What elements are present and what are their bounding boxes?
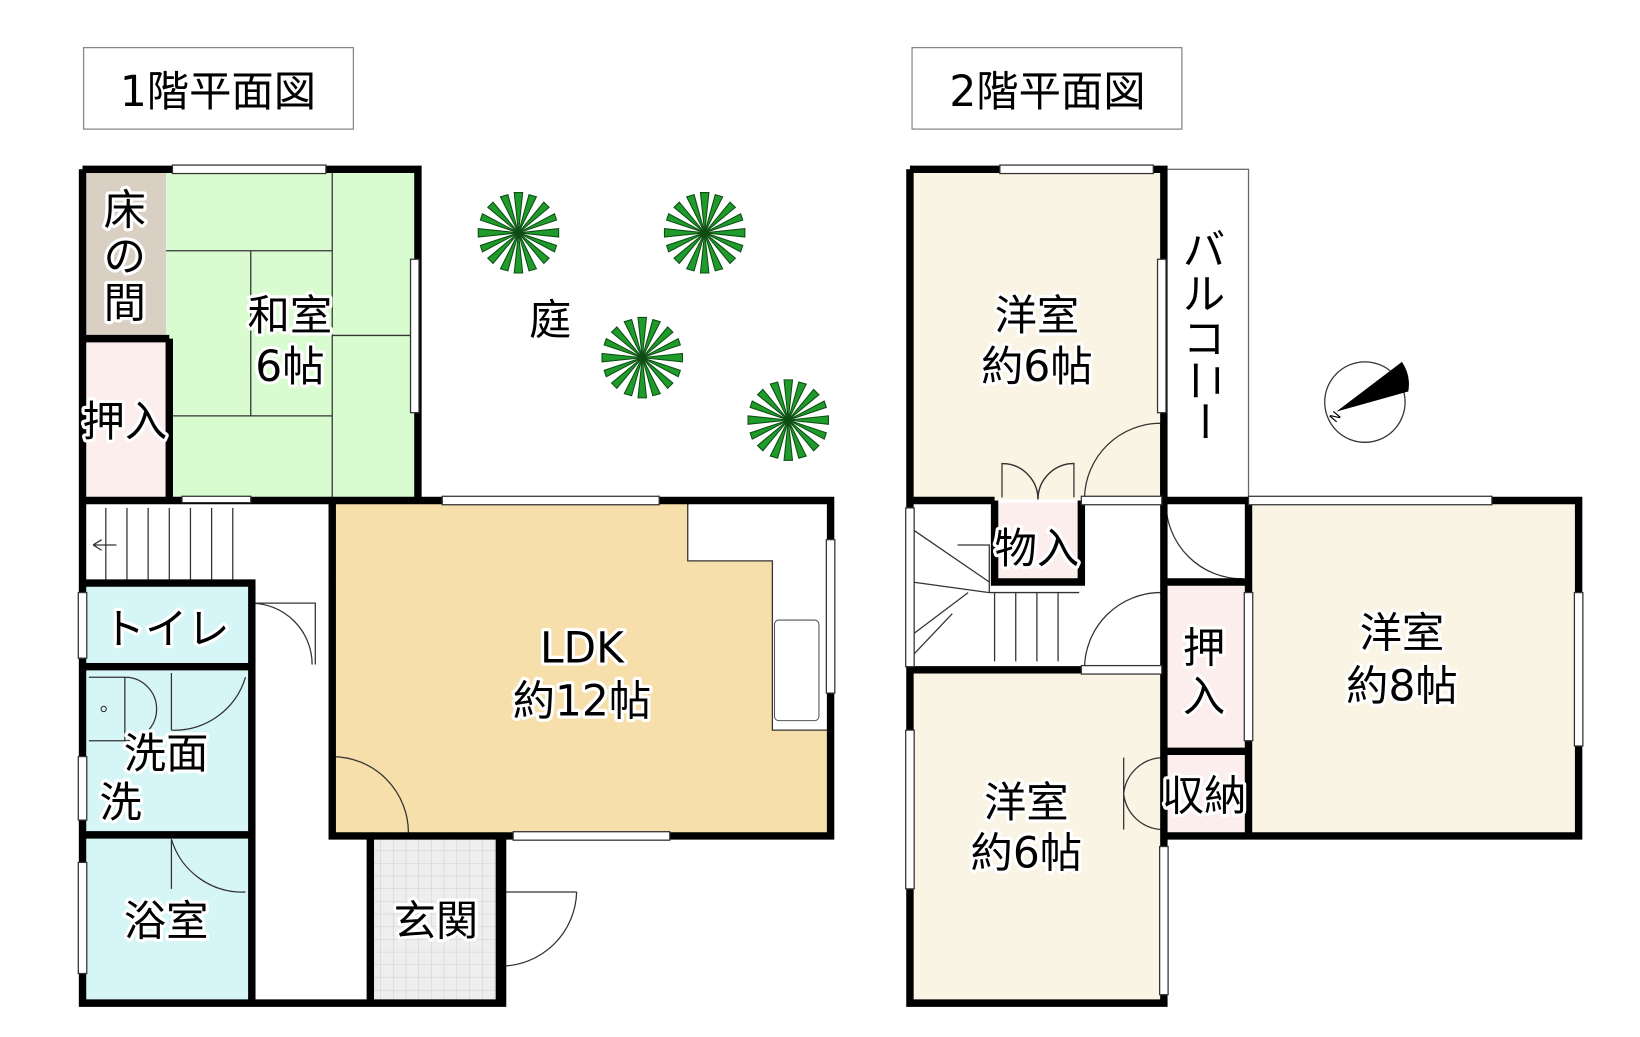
yokushitsu-label: 浴室 <box>124 896 209 945</box>
yokushitsu-room <box>84 835 251 1000</box>
oshiire-2f-label-1: 押 <box>1183 623 1225 672</box>
floor2-title-box: 2階平面図 <box>911 46 1183 130</box>
genkan-label: 玄関 <box>394 896 479 945</box>
senmen-label: 洗面 <box>124 729 209 778</box>
youshitsu-nw-room <box>912 172 1162 500</box>
youshitsu-e-size: 約8帖 <box>1346 662 1458 711</box>
youshitsu-nw-label: 洋室 <box>995 291 1080 340</box>
sink-drain-icon <box>100 705 107 713</box>
washitsu-size: 6帖 <box>255 342 324 391</box>
oshiire-2f-room <box>1163 585 1247 750</box>
youshitsu-sw-label: 洋室 <box>984 778 1069 827</box>
balcony-label-4: ニ <box>1181 360 1230 402</box>
balcony-label-1: バ <box>1183 226 1225 275</box>
niwa-label: 庭 <box>529 295 571 344</box>
tree-icon <box>663 192 746 274</box>
youshitsu-e-room <box>1248 502 1579 834</box>
ldk-label: LDK <box>540 623 625 672</box>
balcony-label-2: ル <box>1183 270 1225 319</box>
doors-1f <box>170 602 578 967</box>
ldk-size: 約12帖 <box>513 676 651 725</box>
tokonoma-label-1: 床 <box>104 185 146 234</box>
tokonoma-room <box>84 172 167 336</box>
oshiire-room <box>84 338 170 498</box>
shuunou-room <box>1163 753 1247 834</box>
walls-2f <box>905 164 1584 1007</box>
genkan-room <box>370 838 500 1000</box>
kitchen-counter <box>687 502 831 731</box>
ldk-room <box>332 502 831 836</box>
stairs-2f <box>911 528 1080 662</box>
balcony-label-5: ー <box>1179 400 1228 442</box>
tree-icon <box>747 379 829 461</box>
compass-icon: N <box>1324 361 1409 443</box>
senmen-room <box>84 668 251 833</box>
tokonoma-label-3: 間 <box>104 278 146 327</box>
washitsu-room <box>166 172 415 498</box>
floor2-title: 2階平面図 <box>949 67 1145 116</box>
floor1-title: 1階平面図 <box>120 67 316 116</box>
monoire-room <box>994 502 1080 582</box>
youshitsu-e-label: 洋室 <box>1360 609 1445 658</box>
youshitsu-sw-room <box>912 671 1162 1000</box>
youshitsu-nw-size: 約6帖 <box>981 342 1093 391</box>
youshitsu-sw-size: 約6帖 <box>971 829 1083 878</box>
toilet-room <box>84 585 251 665</box>
toilet-label: トイレ <box>103 604 230 653</box>
sentaku-label: 洗 <box>99 778 141 827</box>
balcony-label-3: コ <box>1183 314 1225 363</box>
walls-1f <box>77 164 836 1007</box>
floor1-title-box: 1階平面図 <box>82 46 355 130</box>
tree-icon <box>601 316 683 399</box>
oshiire-label: 押入 <box>83 397 168 446</box>
monoire-label: 物入 <box>995 524 1080 573</box>
tree-icon <box>477 192 560 274</box>
sink-icon <box>88 676 158 742</box>
washitsu-label: 和室 <box>248 291 333 340</box>
stairs-1f <box>84 502 251 582</box>
shuunou-label: 収納 <box>1162 772 1247 821</box>
oshiire-2f-label-2: 入 <box>1183 672 1225 721</box>
tokonoma-label-2: の <box>104 232 146 281</box>
